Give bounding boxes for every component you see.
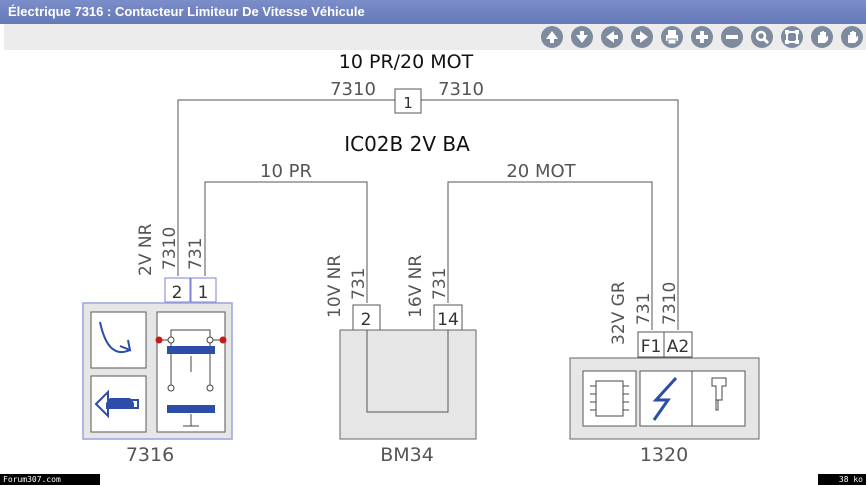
component-1320: 32V GR 731 7310 F1 A2 1320 [569,281,760,466]
pin-1320-a-label: F1 [641,337,662,357]
zoom-in-icon[interactable] [691,26,713,48]
toolbar [4,24,866,50]
pin-7316-a-label: 2 [172,283,183,303]
pin-bm34-a-label: 2 [361,310,372,330]
pin-bm34-b [433,304,463,331]
component-bm34: 10V NR 731 16V NR 731 2 14 BM34 [325,255,477,466]
window-title: Électrique 7316 : Contacteur Limiteur De… [0,0,866,24]
top-wire-left-label: 7310 [330,79,376,100]
footer-size: 38 ko [818,474,866,485]
splice-box [394,88,422,114]
wire-20mot-label: 20 MOT [506,161,576,182]
box-bm34 [339,329,477,440]
wire-10pr-label: 10 PR [260,161,312,182]
connector-7316-label: 2V NR [136,223,156,276]
magnifier-icon[interactable] [751,26,773,48]
component-bm34-name: BM34 [380,444,434,466]
diagram-header: 10 PR/20 MOT [339,51,474,73]
pin-bm34-a [352,304,381,331]
wire-bm34-b-label: 731 [430,268,450,300]
pin-7316-b-label: 1 [198,283,209,303]
wire-bm34-a-label: 731 [349,268,369,300]
arrow-down-icon[interactable] [571,26,593,48]
injector-icon [691,370,746,427]
zoom-out-icon[interactable] [721,26,743,48]
component-7316-name: 7316 [126,444,174,466]
connector-bm34-b-label: 16V NR [406,255,426,318]
wire-7316-b-label: 731 [186,238,206,270]
terminal-dot [219,336,227,344]
pin-bm34-b-label: 14 [437,310,459,330]
pin-7316-b [190,277,217,303]
component-1320-name: 1320 [640,444,688,466]
arrow-right-icon[interactable] [631,26,653,48]
wire-1320-b-label: 7310 [660,282,680,325]
pin-1320-b [663,331,693,358]
terminal-dot [155,336,163,344]
wire-7316-a-label: 7310 [160,227,180,270]
pin-1320-b-label: A2 [667,337,689,357]
connector-1320-label: 32V GR [609,281,629,345]
pin-7316-a [164,277,191,303]
wire-1320-a-label: 731 [634,293,654,325]
footer-site: Forum307.com [0,474,100,485]
pedal-icon [90,311,147,369]
arrow-up-icon[interactable] [541,26,563,48]
top-wire-right-label: 7310 [438,79,484,100]
fit-icon[interactable] [781,26,803,48]
connector-bm34-a-label: 10V NR [325,255,345,318]
wiring-diagram: 10 PR/20 MOT 7310 7310 1 IC02B 2V BA 10 … [82,51,760,466]
hand-icon[interactable] [811,26,833,48]
splice-label: 1 [403,94,413,112]
component-7316: 2V NR 7310 731 2 1 7316 [82,223,233,466]
hand-alt-icon[interactable] [841,26,863,48]
wires [177,99,679,330]
ecu-chip-icon [582,370,637,427]
switch-bar-top [167,346,215,354]
switch-bar-bottom [167,405,215,413]
diagram-subheader: IC02B 2V BA [344,132,470,156]
pin-1320-a [637,331,665,358]
arrow-left-icon[interactable] [601,26,623,48]
print-icon[interactable] [661,26,683,48]
